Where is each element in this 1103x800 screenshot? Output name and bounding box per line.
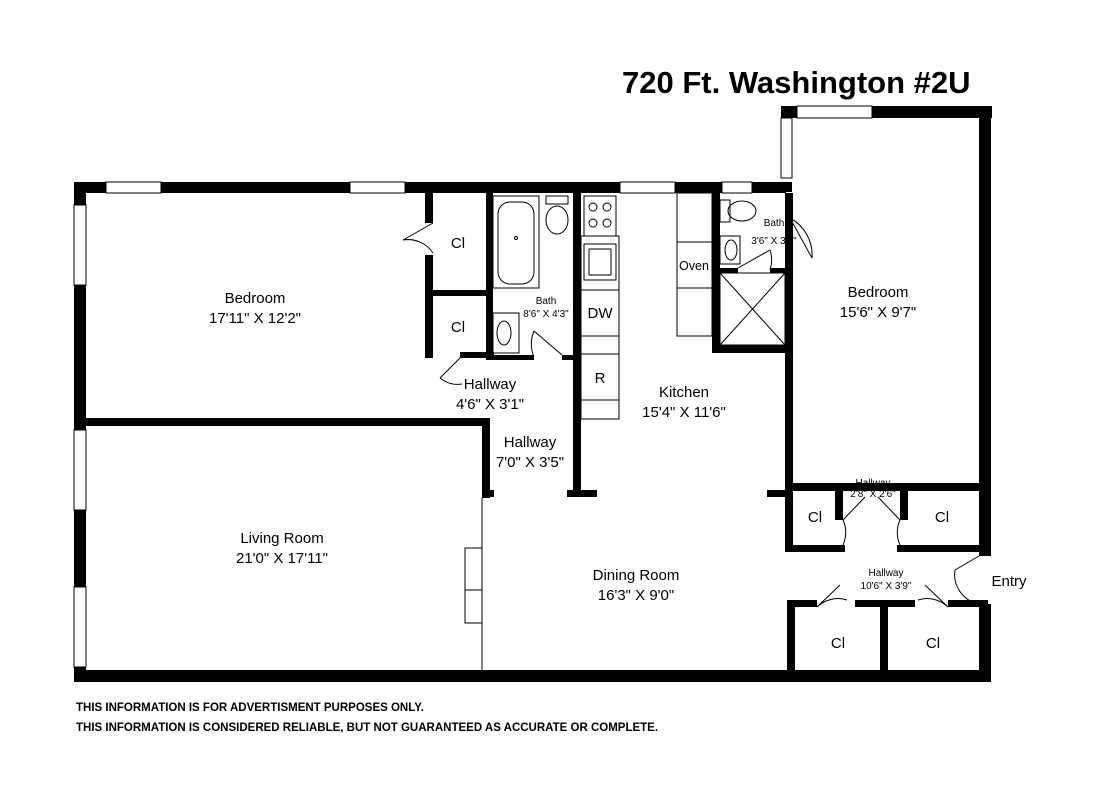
living-room-size: 21'0" X 17'11" [236, 550, 328, 567]
outer-walls [74, 106, 992, 682]
closet-label: Cl [831, 635, 845, 652]
living-room-name: Living Room [240, 530, 323, 547]
bedroom-right-name: Bedroom [848, 284, 909, 301]
dining-room-name: Dining Room [593, 567, 680, 584]
dining-room-size: 16'3" X 9'0" [598, 587, 674, 604]
bathtub-icon [492, 195, 540, 289]
door-swings [402, 217, 980, 670]
shower-icon [719, 272, 786, 346]
hallway-c-name: Hallway [855, 478, 890, 489]
bedroom-left-size: 17'11" X 12'2" [209, 310, 301, 327]
oven-counter [676, 192, 713, 337]
room-labels: Bedroom 17'11" X 12'2" Living Room 21'0"… [209, 218, 1027, 652]
kitchen-sink-icon [583, 243, 617, 281]
oven-label: Oven [679, 259, 709, 273]
sink-icon [719, 235, 741, 265]
hallway-c-size: 2'8" X 2'6" [850, 489, 896, 500]
disclaimer-line-1: THIS INFORMATION IS FOR ADVERTISMENT PUR… [76, 702, 424, 714]
closet-label: Cl [808, 509, 822, 526]
hallway-d-name: Hallway [868, 568, 903, 579]
bath-right-name: Bath [764, 218, 785, 229]
windows [73, 105, 873, 668]
plan-title: 720 Ft. Washington #2U [622, 65, 971, 100]
refrigerator-label: R [595, 370, 606, 387]
closet-label: Cl [451, 235, 465, 252]
kitchen-size: 15'4" X 11'6" [642, 404, 726, 421]
closet-label: Cl [935, 509, 949, 526]
kitchen-name: Kitchen [659, 384, 709, 401]
stove-icon [583, 195, 617, 237]
hallway-a-size: 4'6" X 3'1" [456, 396, 524, 413]
entry-label: Entry [991, 573, 1027, 590]
dishwasher-label: DW [588, 305, 614, 322]
toilet-icon [719, 199, 757, 223]
kitchen-counter [580, 235, 620, 420]
fixtures [492, 192, 786, 420]
disclaimer-line-2: THIS INFORMATION IS CONSIDERED RELIABLE,… [76, 722, 658, 734]
closet-label: Cl [926, 635, 940, 652]
hallway-d-size: 10'6" X 3'9" [861, 581, 912, 592]
interior-walls [86, 193, 988, 680]
bath-right-size: 3'6" X 3'4" [751, 236, 797, 247]
hallway-b-name: Hallway [504, 434, 557, 451]
sink-icon [492, 312, 520, 354]
hallway-a-name: Hallway [464, 376, 517, 393]
closet-label: Cl [451, 319, 465, 336]
toilet-icon [545, 195, 569, 235]
bedroom-left-name: Bedroom [225, 290, 286, 307]
hallway-b-size: 7'0" X 3'5" [496, 454, 564, 471]
bath-left-size: 8'6" X 4'3" [523, 309, 569, 320]
bath-left-name: Bath [536, 296, 557, 307]
bedroom-right-size: 15'6" X 9'7" [840, 304, 916, 321]
